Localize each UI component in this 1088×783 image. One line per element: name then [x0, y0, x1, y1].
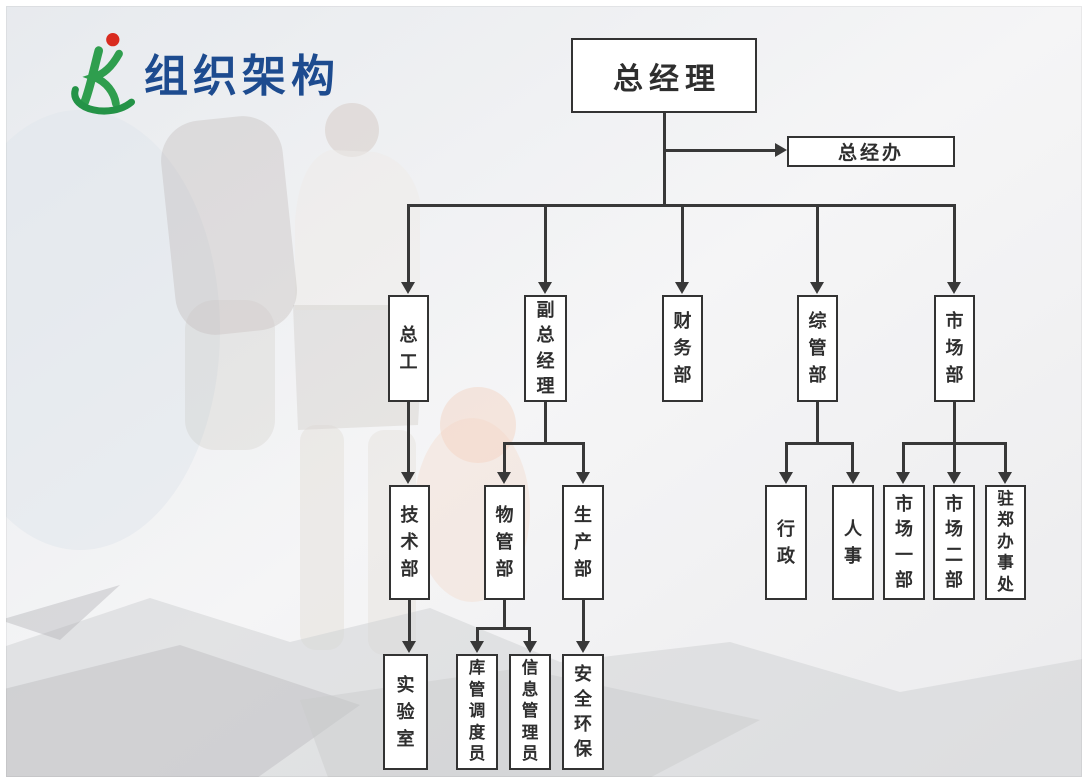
page-title: 组织架构	[144, 52, 340, 101]
org-node-label: 驻郑办事处	[997, 489, 1014, 594]
org-node-laboratory: 实验室	[383, 654, 428, 770]
connector-line	[407, 204, 410, 283]
org-node-label: 市场二部	[945, 494, 963, 590]
org-node-label: 总经理	[613, 62, 721, 96]
connector-line	[408, 600, 411, 642]
connector-line	[785, 442, 854, 445]
arrowhead-down	[538, 282, 552, 294]
connector-line	[663, 149, 775, 152]
arrowhead-down	[401, 472, 415, 484]
arrowhead-down	[523, 641, 537, 653]
connector-line	[681, 204, 684, 283]
arrowhead-down	[576, 472, 590, 484]
org-node-label: 物管部	[495, 505, 514, 579]
org-node-safety-environment: 安全环保	[562, 654, 604, 770]
org-node-chief-engineer: 总工	[388, 295, 429, 402]
org-node-label: 生产部	[574, 505, 592, 579]
org-node-label: 市场部	[945, 311, 964, 385]
connector-line	[476, 627, 531, 630]
org-node-marketing-dept-2: 市场二部	[933, 485, 975, 600]
org-node-label: 副总经理	[536, 300, 555, 396]
logo-red-dot	[106, 33, 120, 47]
arrowhead-down	[675, 282, 689, 294]
arrowhead-down	[470, 641, 484, 653]
org-node-marketing-dept: 市场部	[934, 295, 975, 402]
connector-line	[902, 442, 1006, 445]
arrowhead-down	[846, 472, 860, 484]
arrowhead-down	[947, 282, 961, 294]
connector-line	[1004, 442, 1007, 473]
arrowhead-down	[779, 472, 793, 484]
connector-line	[953, 402, 956, 473]
connector-line	[503, 442, 584, 445]
org-node-zhengzhou-office: 驻郑办事处	[985, 485, 1026, 600]
org-node-production-dept: 生产部	[562, 485, 604, 600]
connector-line	[816, 204, 819, 283]
org-node-label: 信息管理员	[521, 659, 539, 764]
connector-line	[663, 113, 666, 205]
arrowhead-down	[576, 641, 590, 653]
org-node-deputy-gm: 副总经理	[524, 295, 567, 402]
org-node-label: 财务部	[673, 311, 692, 385]
connector-line	[528, 627, 531, 642]
org-node-label: 技术部	[400, 505, 419, 579]
arrowhead-down	[497, 472, 511, 484]
org-node-label: 实验室	[396, 674, 415, 749]
org-node-label: 人事	[844, 518, 862, 566]
org-node-gm-office: 总经办	[787, 136, 955, 167]
arrowhead-down	[810, 282, 824, 294]
connector-line	[503, 442, 506, 473]
company-logo	[71, 33, 136, 115]
org-node-marketing-dept-1: 市场一部	[883, 485, 925, 600]
connector-line	[902, 442, 905, 473]
arrowhead-down	[947, 472, 961, 484]
arrowhead-down	[896, 472, 910, 484]
org-node-hr: 人事	[832, 485, 874, 600]
org-node-logistics-dept: 物管部	[484, 485, 525, 600]
connector-line	[544, 204, 547, 283]
org-node-label: 安全环保	[574, 663, 592, 760]
connector-line	[544, 402, 547, 444]
org-node-label: 总工	[399, 324, 418, 372]
org-node-info-manager: 信息管理员	[509, 654, 551, 770]
arrowhead-right	[775, 143, 787, 157]
connector-line	[851, 442, 854, 473]
arrowhead-down	[401, 282, 415, 294]
org-node-label: 库管调度员	[468, 659, 486, 764]
org-node-general-manager: 总经理	[571, 38, 757, 113]
connector-line	[953, 204, 956, 283]
arrowhead-down	[998, 472, 1012, 484]
connector-line	[816, 402, 819, 444]
org-node-finance-dept: 财务部	[662, 295, 703, 402]
connector-line	[407, 402, 410, 473]
connector-line	[476, 627, 479, 642]
org-node-warehouse-dispatcher: 库管调度员	[456, 654, 498, 770]
connector-line	[503, 600, 506, 629]
org-node-admin-mgmt-dept: 综管部	[797, 295, 838, 402]
arrowhead-down	[402, 641, 416, 653]
org-node-label: 总经办	[837, 143, 904, 164]
connector-line	[582, 442, 585, 473]
connector-line	[785, 442, 788, 473]
org-node-label: 市场一部	[895, 494, 913, 590]
org-node-administration: 行政	[765, 485, 807, 600]
org-node-tech-dept: 技术部	[389, 485, 430, 600]
org-node-label: 行政	[777, 518, 795, 566]
connector-line	[582, 600, 585, 642]
org-node-label: 综管部	[808, 311, 827, 385]
